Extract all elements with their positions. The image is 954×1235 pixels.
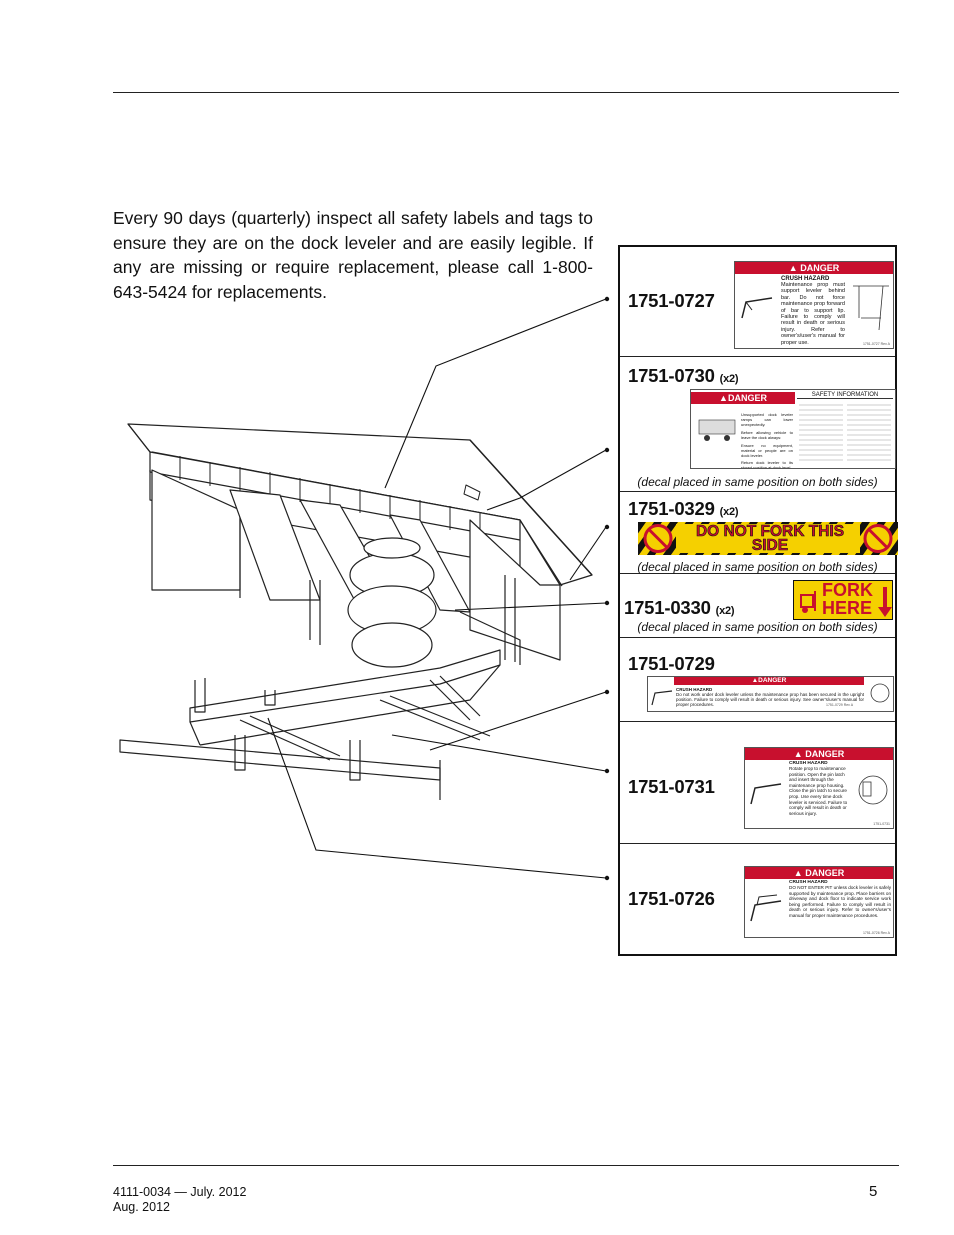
footer-revision-date: Aug. 2012 — [113, 1200, 170, 1214]
decal-text: Maintenance prop must support leveler be… — [781, 282, 845, 346]
danger-decal: ▲ DANGER CRUSH HAZARD Rotate prop to mai… — [744, 747, 894, 829]
decal-text-2: Before allowing vehicle to leave the doc… — [741, 430, 793, 440]
label-panel: 1751-0727 ▲ DANGER CRUSH HAZARD Maintena… — [618, 245, 898, 956]
footer-document-info: 4111-0034 — July. 2012 Aug. 2012 — [113, 1185, 246, 1215]
decal-caption: (decal placed in same position on both s… — [637, 475, 878, 489]
decal-text: Do not work under dock leveler unless th… — [676, 692, 864, 707]
prop-detail-illustration — [853, 285, 889, 331]
part-number: 1751-0729 — [628, 653, 715, 674]
do-not-fork-text: DO NOT FORK THIS SIDE — [695, 523, 845, 554]
part-number: 1751-0727 — [628, 290, 715, 311]
decal-code: 1751-0731 — [873, 822, 890, 826]
part-number: 1751-0730 (x2) — [628, 365, 739, 386]
prop-detail-illustration — [870, 683, 890, 703]
decal-text: Rotate prop to maintenance position. Ope… — [789, 766, 848, 816]
pin-latch-illustration — [858, 775, 888, 805]
prop-illustration — [651, 690, 673, 706]
safety-info-text-block — [799, 404, 891, 461]
page-number: 5 — [869, 1183, 878, 1200]
part-number: 1751-0731 — [628, 776, 715, 797]
danger-decal: ▲DANGER Unsupported dock leveler ramps c… — [690, 389, 896, 469]
prop-illustration — [750, 783, 782, 805]
label-section-1751-0730: 1751-0730 (x2) ▲DANGER Unsupported dock … — [620, 357, 896, 492]
prop-illustration — [750, 894, 782, 922]
label-section-1751-0729: 1751-0729 ▲DANGER CRUSH HAZARD Do not wo… — [620, 638, 895, 722]
part-number: 1751-0726 — [628, 888, 715, 909]
label-section-1751-0731: 1751-0731 ▲ DANGER CRUSH HAZARD Rotate p… — [620, 722, 895, 844]
footer-rule — [113, 1165, 899, 1166]
decal-header: ▲ DANGER — [735, 262, 893, 274]
decal-title: CRUSH HAZARD — [789, 761, 828, 766]
danger-decal: ▲DANGER CRUSH HAZARD Do not work under d… — [647, 676, 894, 712]
part-number: 1751-0330 (x2) — [624, 597, 735, 618]
decal-code: 1751-0729 Rev A — [826, 703, 854, 707]
decal-title: CRUSH HAZARD — [781, 276, 830, 282]
decal-header: ▲DANGER — [691, 392, 795, 404]
top-rule — [113, 92, 899, 93]
footer-doc-number: 4111-0034 — July. 2012 — [113, 1185, 247, 1199]
truck-illustration — [698, 419, 736, 441]
decal-text: DO NOT ENTER PIT unless dock leveler is … — [789, 885, 891, 918]
decal-title: CRUSH HAZARD — [676, 687, 713, 692]
decal-header: ▲ DANGER — [745, 748, 893, 760]
down-arrow-icon — [878, 587, 892, 617]
label-section-1751-0329: 1751-0329 (x2) DO NOT FORK THIS SIDE (de… — [620, 492, 898, 574]
do-not-fork-decal — [638, 522, 898, 555]
decal-code: 1751-0727 Rev A — [862, 342, 890, 346]
danger-decal: ▲ DANGER CRUSH HAZARD DO NOT ENTER PIT u… — [744, 866, 894, 938]
forklift-icon — [800, 591, 816, 613]
decal-caption: (decal placed in same position on both s… — [637, 620, 878, 634]
intro-paragraph: Every 90 days (quarterly) inspect all sa… — [113, 208, 593, 302]
decal-bullet: Ensure no equipment, material or people … — [741, 443, 793, 458]
decal-caption: (decal placed in same position on both s… — [637, 560, 878, 574]
decal-header: ▲ DANGER — [745, 867, 893, 879]
safety-info-header: SAFETY INFORMATION — [797, 392, 893, 399]
label-section-1751-0727: 1751-0727 ▲ DANGER CRUSH HAZARD Maintena… — [620, 247, 895, 357]
prop-illustration — [741, 297, 773, 319]
decal-title: CRUSH HAZARD — [789, 880, 828, 885]
decal-header: ▲DANGER — [674, 677, 864, 685]
danger-decal: ▲ DANGER CRUSH HAZARD Maintenance prop m… — [734, 261, 894, 349]
decal-bullet: Return dock leveler to its stored positi… — [741, 460, 793, 469]
label-section-1751-0726: 1751-0726 ▲ DANGER CRUSH HAZARD DO NOT E… — [620, 844, 895, 956]
part-number: 1751-0329 (x2) — [628, 498, 739, 519]
decal-code: 1751-0726 Rev A — [862, 931, 890, 935]
decal-text: Unsupported dock leveler ramps can lower… — [741, 412, 793, 427]
